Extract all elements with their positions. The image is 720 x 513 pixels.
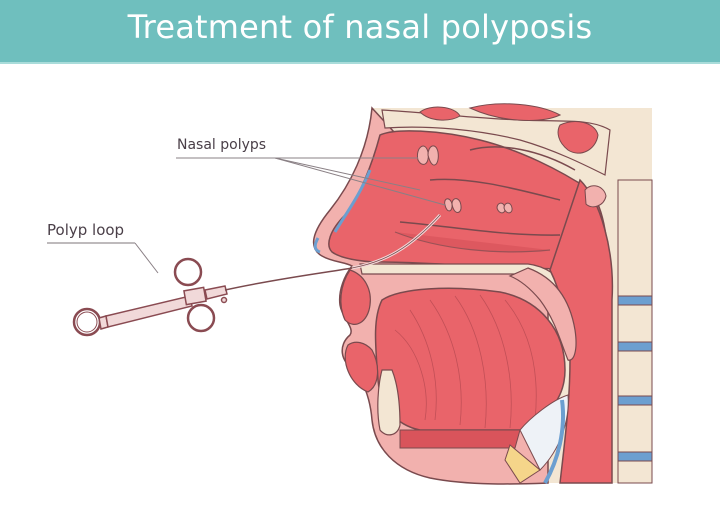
polyp-loop-leader [134, 242, 159, 274]
head-cross-section [312, 103, 653, 485]
diagram-title: Treatment of nasal polyposis [127, 8, 593, 46]
nasal-polyps-shapes [416, 145, 513, 214]
polyp-loop-label: Polyp loop [47, 221, 125, 239]
nasal-polyps-leaders [176, 157, 446, 206]
polyp-loop-instrument [72, 213, 442, 337]
title-banner: Treatment of nasal polyposis [0, 0, 720, 64]
nasal-polyps-label: Nasal polyps [177, 137, 267, 153]
spine [617, 179, 653, 484]
tongue-muscle-lines [394, 294, 537, 429]
